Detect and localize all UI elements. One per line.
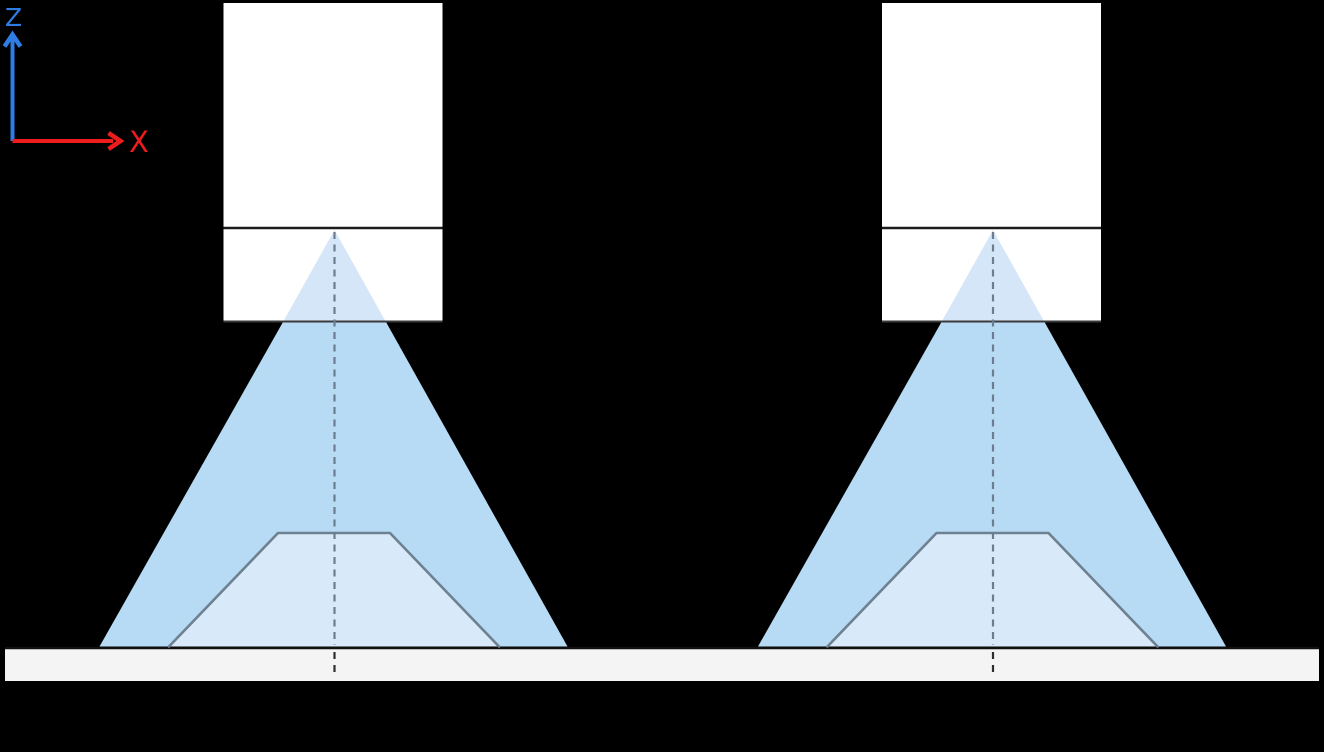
x-axis-label: X bbox=[129, 125, 149, 159]
camera-body bbox=[882, 3, 1101, 228]
z-axis-arrowhead-icon bbox=[2, 30, 23, 48]
camera-body bbox=[223, 3, 443, 228]
ground-surface-bar bbox=[5, 649, 1319, 681]
z-axis-label: Z bbox=[5, 3, 22, 32]
left-sensor-unit bbox=[99, 3, 568, 677]
ground-plane bbox=[5, 646, 1319, 681]
coordinate-frame-legend: Z X bbox=[2, 3, 149, 159]
x-axis-arrowhead-icon bbox=[107, 131, 125, 151]
right-sensor-unit bbox=[758, 3, 1226, 677]
